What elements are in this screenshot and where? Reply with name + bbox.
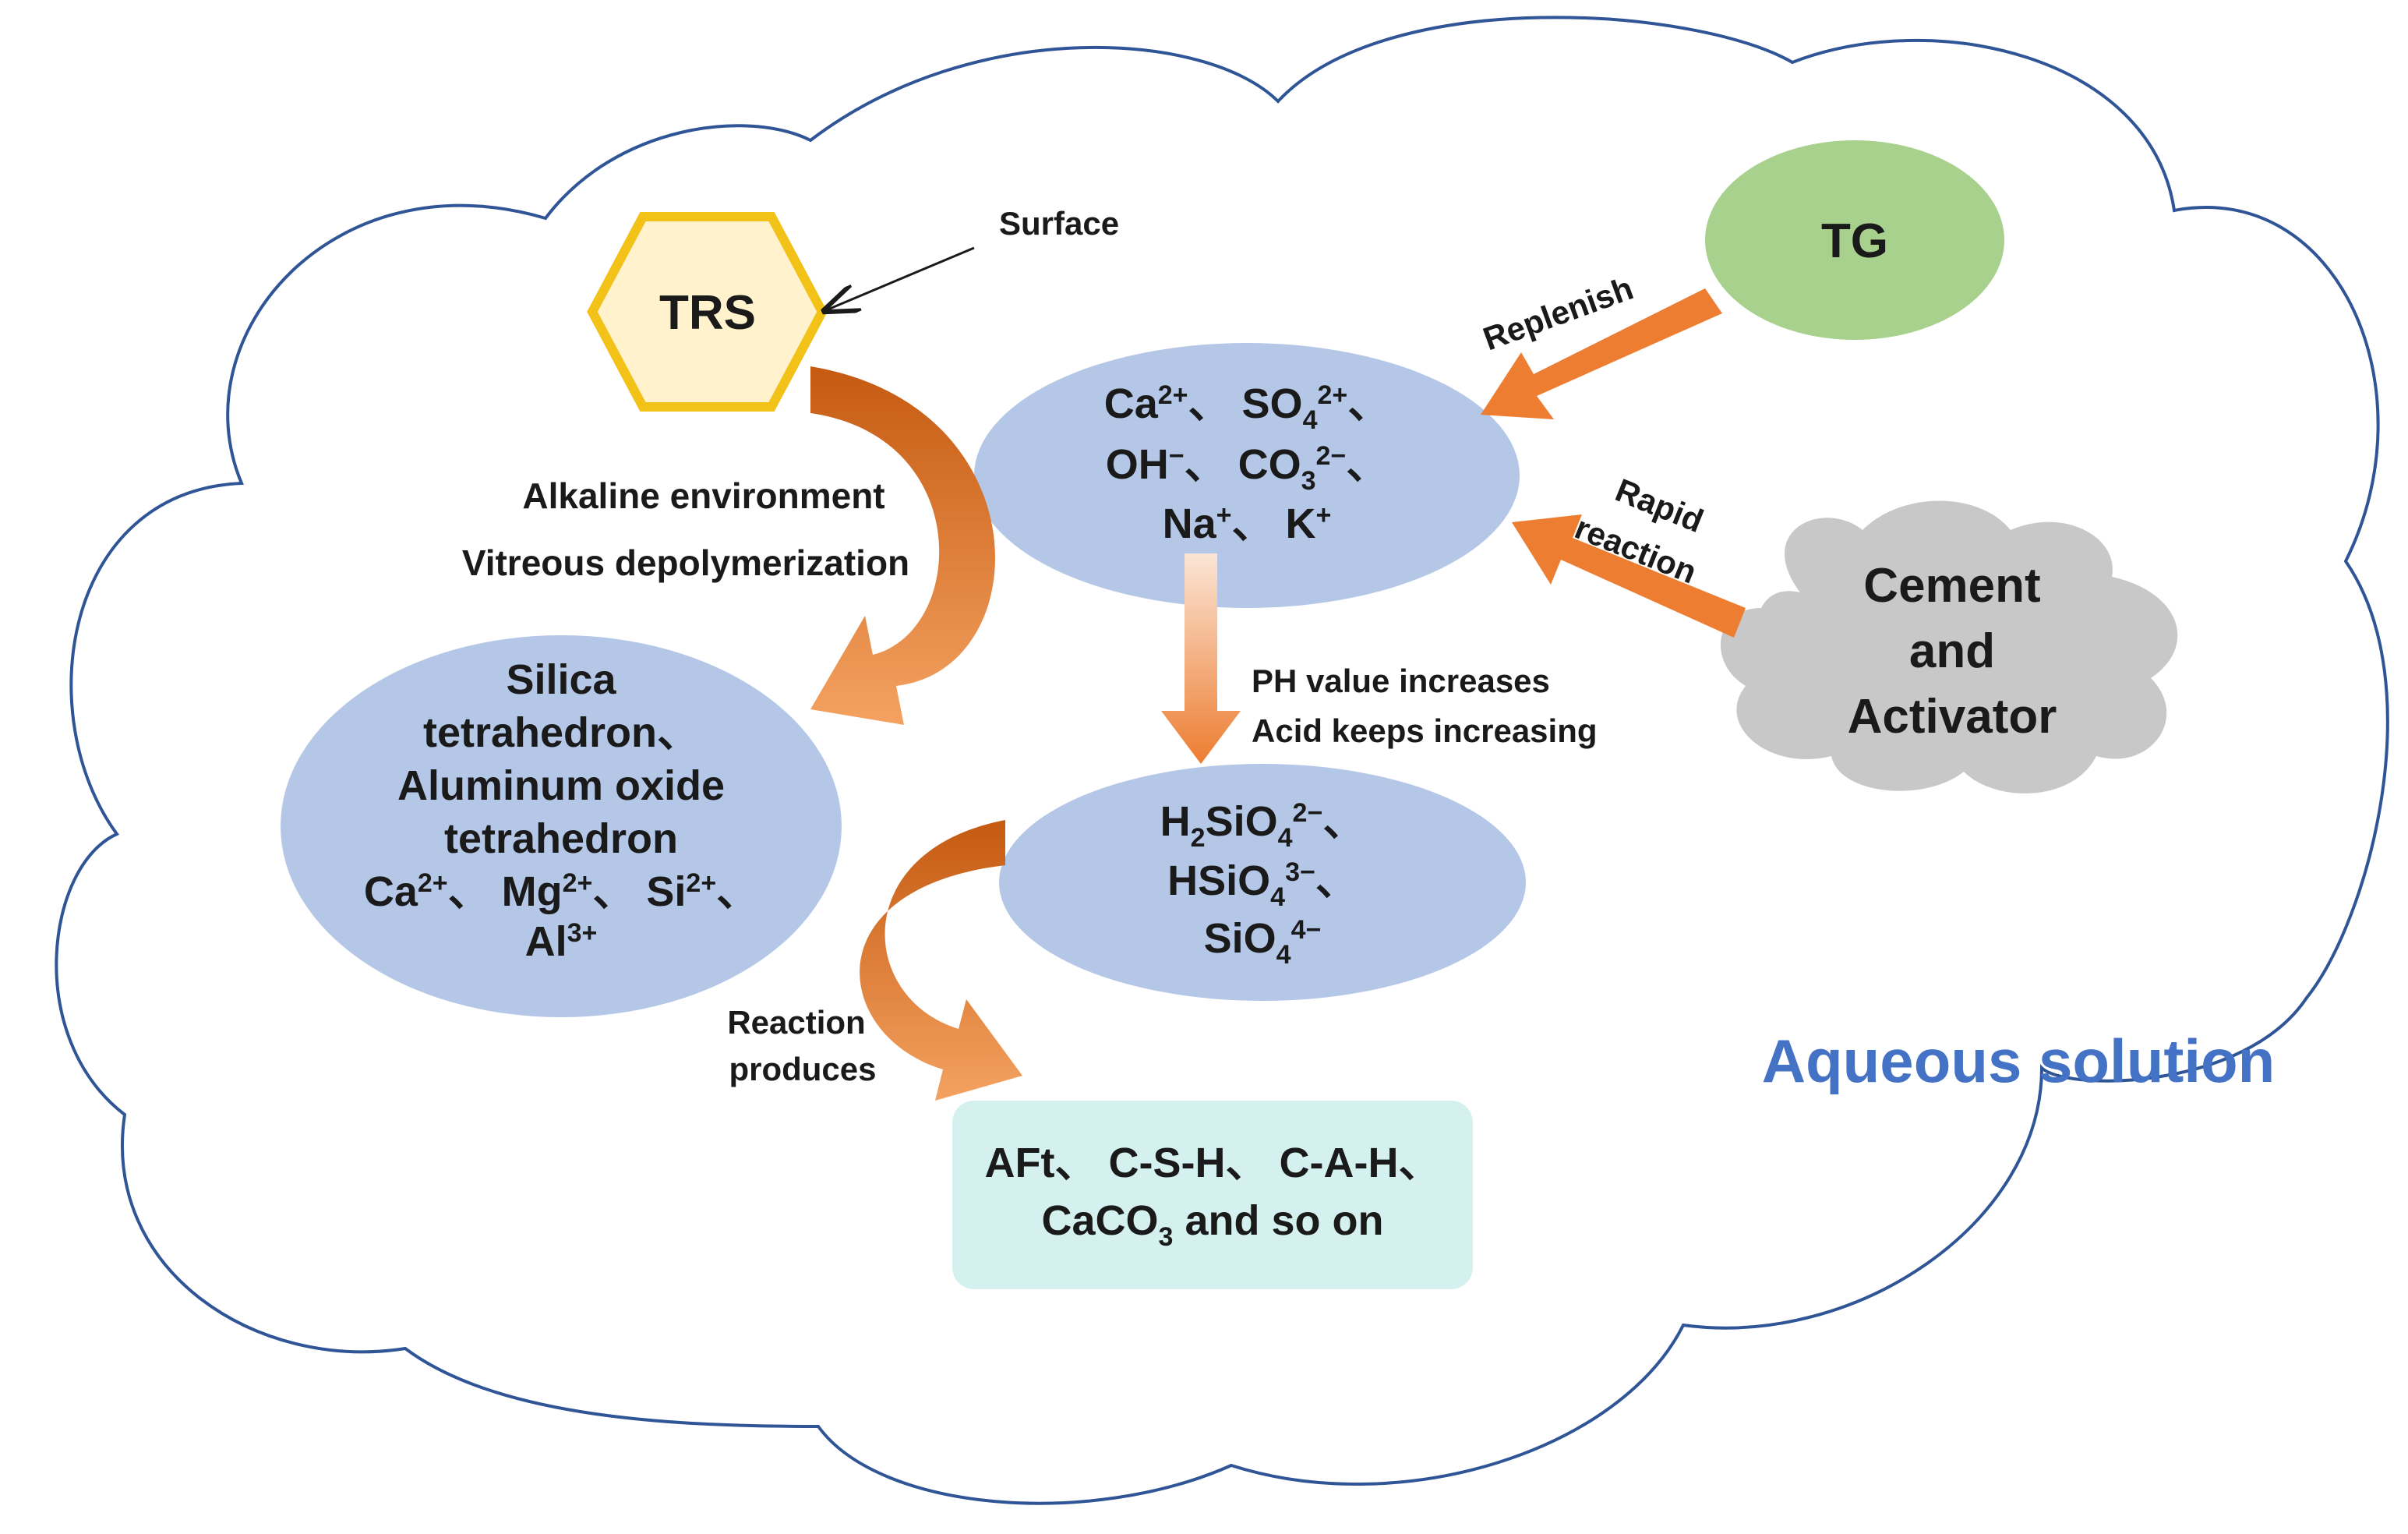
silica-line-5: Ca2+、 Mg2+、 Si2+、: [364, 868, 758, 915]
ions-line-1: Ca2+、 SO42+、: [1104, 380, 1390, 435]
silicate-line-2: HSiO43−、: [1167, 857, 1358, 912]
activator-label: Activator: [1848, 690, 2057, 744]
cement-to-ions-arrow: [1512, 514, 1746, 638]
dissolved-ions-node: Ca2+、 SO42+、 OH−、 CO32−、 Na+、 K+: [974, 343, 1520, 608]
acid-label: Acid keeps increasing: [1252, 712, 1598, 749]
tg-node: TG: [1705, 140, 2004, 340]
tg-label: TG: [1821, 214, 1888, 268]
ions-line-3: Na+、 K+: [1163, 500, 1332, 547]
silica-line-1: Silica: [506, 656, 616, 703]
ph-label: PH value increases: [1252, 663, 1550, 699]
silicate-to-products-arrow: [860, 820, 1022, 1101]
silica-line-6: Al3+: [525, 918, 598, 965]
reaction-produces-line-2: produces: [729, 1051, 876, 1087]
silicate-ions-node: H2SiO42−、 HSiO43−、 SiO44−: [999, 764, 1526, 1001]
vitreous-label: Vitreous depolymerization: [462, 543, 909, 583]
ions-to-silicate-arrow: [1161, 553, 1241, 764]
reaction-produces-line-1: Reaction: [727, 1004, 865, 1041]
products-line-1: AFt、 C-S-H、 C-A-H、: [985, 1140, 1441, 1186]
trs-label: TRS: [659, 286, 756, 340]
aqueous-solution-label: Aqueous solution: [1762, 1027, 2276, 1095]
surface-pointer: [826, 246, 975, 310]
alkaline-label: Alkaline environment: [522, 475, 884, 516]
silicate-line-3: SiO44−: [1204, 915, 1322, 970]
ions-line-2: OH−、 CO32−、: [1106, 441, 1389, 496]
products-node: AFt、 C-S-H、 C-A-H、 CaCO3 and so on: [952, 1101, 1473, 1289]
silica-line-2: tetrahedron、: [423, 709, 699, 756]
silica-line-3: Aluminum oxide: [397, 762, 725, 809]
trs-to-silica-arrow: [810, 366, 995, 725]
cement-label: Cement: [1863, 559, 2040, 613]
silica-aluminum-node: Silica tetrahedron、 Aluminum oxide tetra…: [281, 635, 842, 1017]
silica-line-4: tetrahedron: [444, 815, 678, 862]
trs-node: TRS: [587, 212, 828, 412]
silicate-line-1: H2SiO42−、: [1160, 798, 1365, 853]
cement-activator-node: Cement and Activator: [1720, 500, 2178, 794]
tg-to-ions-arrow: [1481, 288, 1722, 419]
and-label: and: [1909, 624, 1995, 678]
products-line-2: CaCO3 and so on: [1042, 1197, 1384, 1252]
surface-label: Surface: [999, 205, 1119, 242]
